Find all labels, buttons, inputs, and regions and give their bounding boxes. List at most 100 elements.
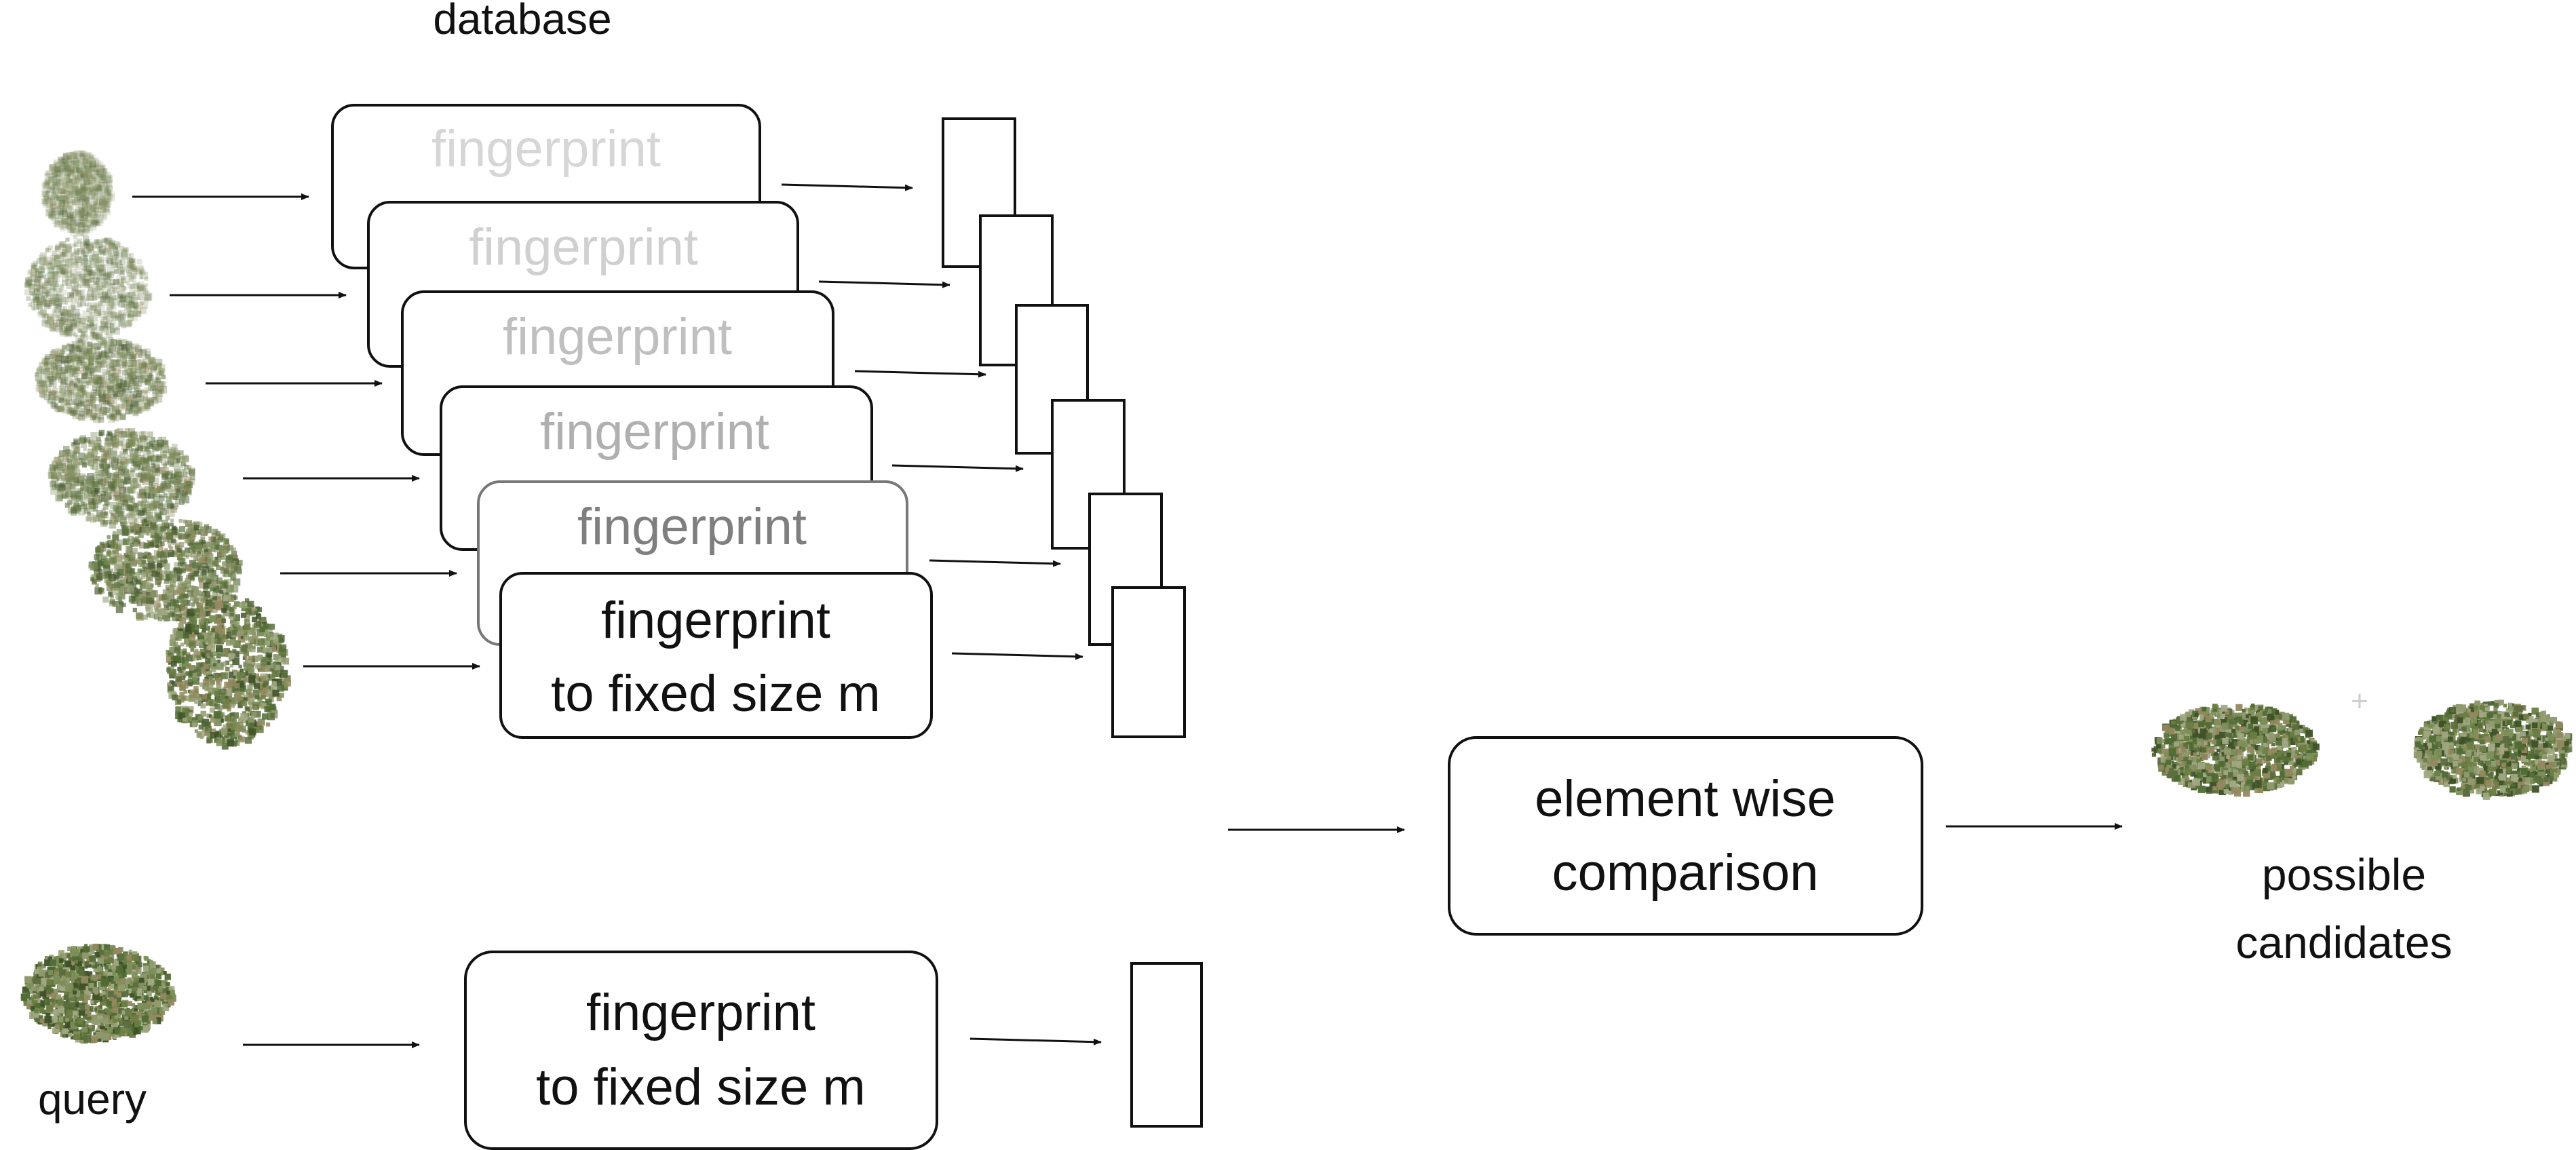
- foliage-point: [66, 156, 75, 164]
- foliage-point: [223, 568, 229, 574]
- foliage-point: [109, 343, 114, 349]
- foliage-point: [70, 223, 75, 227]
- foliage-point: [130, 480, 138, 488]
- foliage-point: [71, 186, 78, 192]
- foliage-point: [50, 202, 54, 206]
- foliage-point: [161, 473, 169, 480]
- foliage-point: [110, 323, 115, 328]
- foliage-point: [56, 192, 62, 199]
- foliage-point: [119, 282, 124, 288]
- foliage-point: [94, 488, 101, 494]
- foliage-point: [62, 306, 67, 311]
- foliage-point: [101, 293, 107, 298]
- foliage-point: [79, 199, 84, 205]
- foliage-point: [119, 318, 126, 324]
- foliage-point: [75, 442, 80, 448]
- foliage-point: [102, 555, 107, 559]
- foliage-point: [44, 273, 48, 277]
- foliage-point: [90, 322, 94, 327]
- foliage-point: [68, 185, 75, 193]
- foliage-point: [56, 195, 62, 202]
- foliage-point: [93, 515, 100, 522]
- foliage-point: [57, 217, 63, 223]
- foliage-point: [79, 174, 84, 178]
- foliage-point: [58, 311, 64, 315]
- foliage-point: [77, 229, 84, 237]
- foliage-point: [110, 303, 116, 309]
- foliage-point: [89, 269, 96, 276]
- foliage-point: [189, 535, 195, 541]
- foliage-point: [43, 303, 50, 309]
- foliage-point: [83, 326, 87, 330]
- foliage-point: [44, 277, 50, 284]
- foliage-point: [92, 366, 98, 372]
- foliage-point: [64, 185, 71, 193]
- foliage-point: [62, 211, 68, 217]
- foliage-point: [88, 377, 96, 384]
- foliage-point: [85, 188, 92, 195]
- foliage-point: [104, 248, 109, 252]
- foliage-point: [132, 310, 138, 317]
- foliage-point: [79, 174, 83, 178]
- foliage-point: [79, 187, 86, 195]
- foliage-point: [90, 162, 96, 168]
- foliage-point: [126, 320, 132, 327]
- foliage-point: [88, 197, 94, 204]
- foliage-point: [115, 246, 119, 250]
- foliage-point: [90, 210, 96, 216]
- foliage-point: [55, 189, 60, 193]
- foliage-point: [30, 291, 35, 296]
- foliage-point: [134, 592, 140, 597]
- foliage-point: [52, 275, 60, 282]
- foliage-point: [49, 257, 56, 265]
- foliage-point: [85, 210, 92, 216]
- foliage-point: [71, 323, 77, 330]
- foliage-point: [159, 370, 164, 376]
- foliage-point: [90, 332, 95, 337]
- foliage-point: [99, 168, 104, 173]
- foliage-point: [125, 301, 132, 307]
- foliage-point: [71, 225, 76, 231]
- foliage-point: [160, 526, 166, 532]
- foliage-point: [64, 218, 70, 225]
- foliage-point: [100, 323, 106, 330]
- foliage-point: [60, 179, 68, 187]
- foliage-point: [117, 290, 125, 299]
- foliage-point: [176, 548, 182, 553]
- foliage-point: [47, 197, 54, 204]
- foliage-point: [112, 247, 119, 254]
- foliage-point: [35, 273, 42, 281]
- foliage-point: [87, 203, 92, 208]
- foliage-point: [50, 284, 56, 290]
- foliage-point: [72, 197, 76, 201]
- foliage-point: [77, 170, 84, 177]
- foliage-point: [77, 284, 81, 288]
- foliage-point: [103, 313, 108, 318]
- foliage-point: [212, 529, 218, 535]
- foliage-point: [60, 163, 66, 169]
- foliage-point: [69, 167, 77, 174]
- database-label: database: [433, 0, 611, 43]
- foliage-point: [95, 168, 99, 172]
- foliage-point: [90, 205, 96, 210]
- foliage-point: [59, 160, 66, 167]
- foliage-point: [129, 258, 134, 264]
- foliage-point: [101, 238, 107, 244]
- foliage-point: [86, 248, 91, 253]
- foliage-point: [52, 171, 58, 177]
- foliage-point: [117, 369, 121, 374]
- foliage-point: [42, 259, 48, 265]
- foliage-point: [95, 184, 102, 191]
- foliage-point: [79, 153, 84, 158]
- foliage-point: [52, 276, 58, 283]
- foliage-point: [55, 261, 62, 268]
- foliage-point: [31, 265, 37, 271]
- foliage-point: [97, 332, 104, 339]
- foliage-point: [121, 293, 126, 298]
- foliage-point: [205, 552, 210, 558]
- foliage-point: [60, 189, 65, 195]
- foliage-point: [107, 535, 111, 539]
- foliage-point: [32, 265, 36, 269]
- foliage-point: [36, 299, 43, 306]
- foliage-point: [65, 169, 73, 176]
